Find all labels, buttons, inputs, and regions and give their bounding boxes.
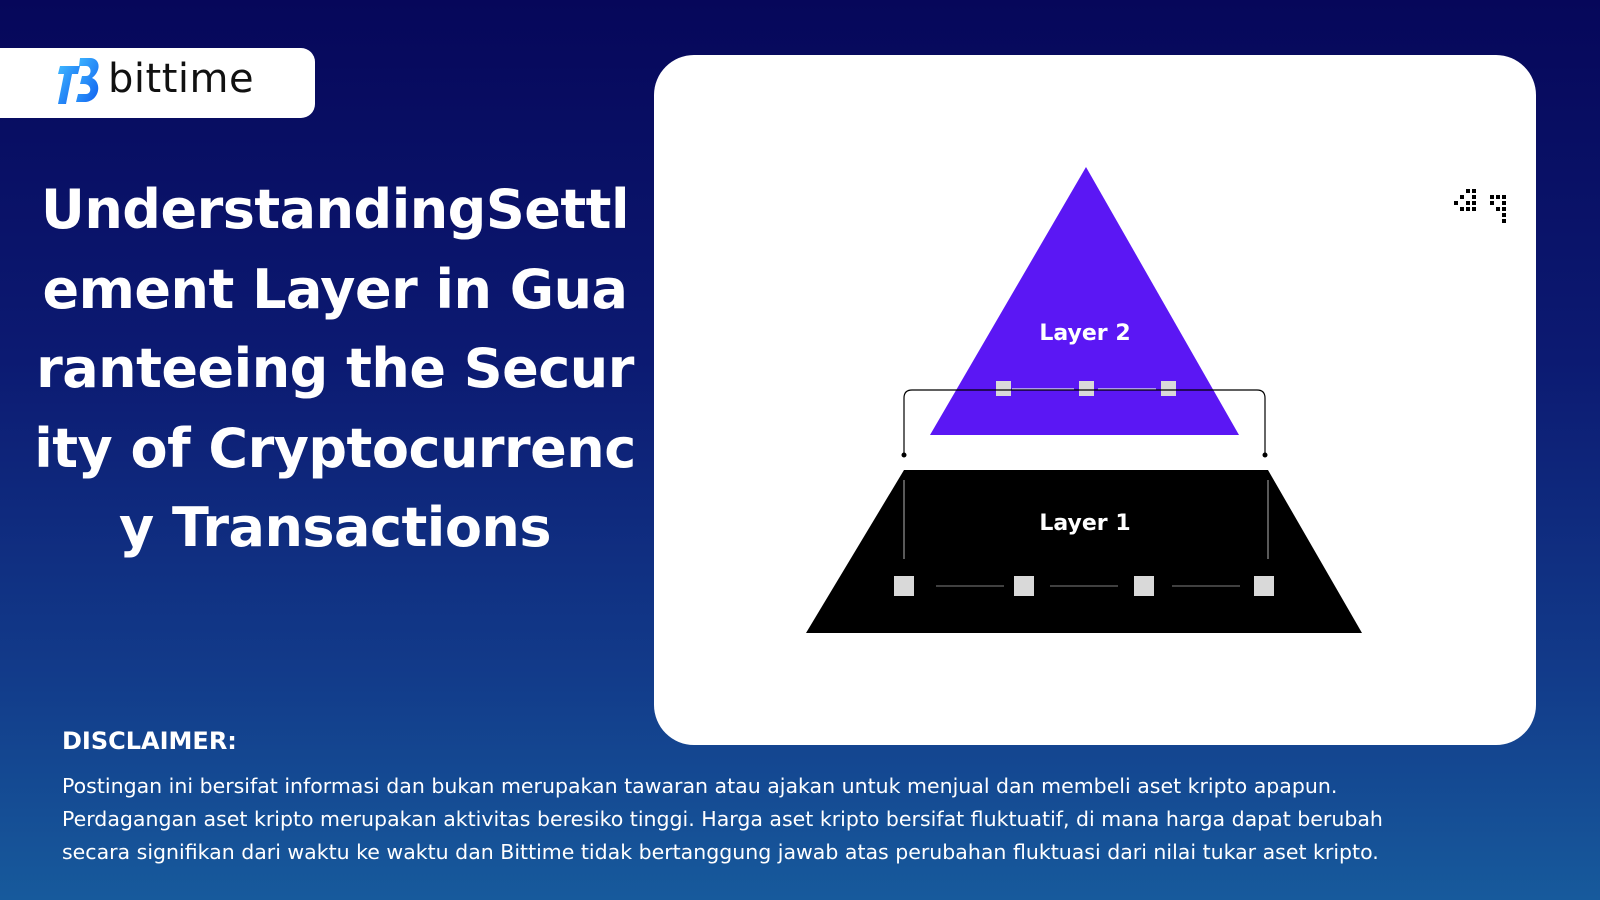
bittime-logo-icon (58, 58, 99, 104)
layer-1-node (894, 576, 914, 596)
layer-2-triangle (930, 167, 1239, 435)
bracket-connector (903, 389, 1266, 455)
layer-2-node (996, 381, 1011, 396)
diagram-card: Layer 2 Layer 1 (654, 55, 1536, 745)
layer-1-node (1254, 576, 1274, 596)
layer-2-node (1079, 381, 1094, 396)
layer-1-trapezoid (806, 470, 1362, 633)
disclaimer-text: Postingan ini bersifat informasi dan buk… (62, 770, 1562, 869)
disclaimer-line: Perdagangan aset kripto merupakan aktivi… (62, 807, 1383, 831)
disclaimer-heading: DISCLAIMER: (62, 727, 237, 755)
layer-2-nodes (996, 381, 1176, 396)
layer-1-label: Layer 1 (1039, 511, 1130, 536)
brand-name: bittime (108, 56, 255, 102)
brand-logo[interactable]: bittime (0, 48, 315, 118)
pixel-decoration-icon (1454, 189, 1506, 223)
layer-1-node (1014, 576, 1034, 596)
layer-1-node (1134, 576, 1154, 596)
layer-pyramid-diagram: Layer 2 Layer 1 (806, 167, 1506, 633)
disclaimer-line: Postingan ini bersifat informasi dan buk… (62, 774, 1338, 798)
page-title: UnderstandingSettlement Layer in Guarant… (34, 178, 636, 559)
layer-2-node (1161, 381, 1176, 396)
layer-2-label: Layer 2 (1039, 321, 1130, 346)
layer-1-nodes (894, 576, 1274, 596)
disclaimer-line: secara signifikan dari waktu ke waktu da… (62, 840, 1379, 864)
